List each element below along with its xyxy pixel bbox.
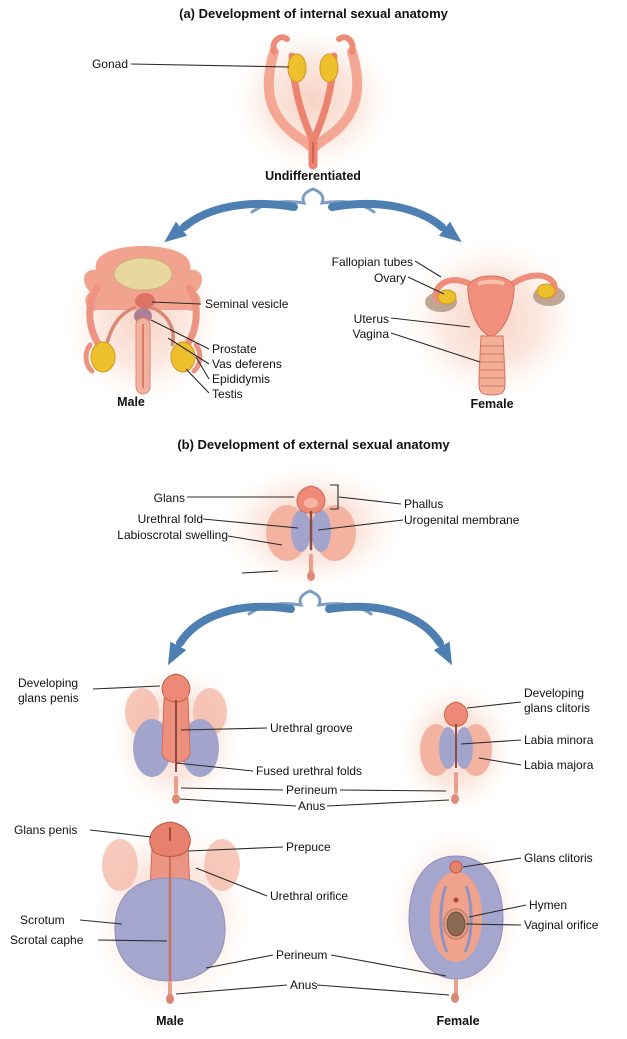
seminal-vesicle-shape <box>135 293 155 309</box>
arrow-to-female-b <box>325 602 444 647</box>
anus-male-mid <box>172 794 180 804</box>
label-undifferentiated: Undifferentiated <box>265 169 361 183</box>
gonad-right <box>319 53 339 83</box>
label-vagina: Vagina <box>352 327 389 341</box>
label-female-a: Female <box>470 397 514 411</box>
figure-female-external-mid <box>398 682 514 814</box>
glans-clitoris-shape <box>449 860 463 874</box>
leader-lines <box>79 63 527 996</box>
brace-a <box>250 187 376 214</box>
scrotal-swelling-left <box>133 719 171 777</box>
developing-glans-clitoris-shape <box>443 701 469 727</box>
label-urethral-fold: Urethral fold <box>137 512 203 526</box>
anus-undiff <box>307 571 315 581</box>
label-scrotal-raphe: Scrotal caphe <box>10 933 84 947</box>
label-seminal-vesicle: Seminal vesicle <box>205 297 289 311</box>
figure-undifferentiated-internal <box>233 28 393 172</box>
urethral-fold-left <box>291 510 311 552</box>
figure-female-internal <box>404 240 580 400</box>
label-uterus: Uterus <box>353 312 389 326</box>
label-developing-glans-clitoris: Developing glans clitoris <box>524 686 591 715</box>
ovary-right <box>536 283 556 299</box>
label-glans-clitoris: Glans clitoris <box>524 851 593 865</box>
figure-female-external-final <box>390 827 522 1003</box>
label-prostate: Prostate <box>212 342 257 356</box>
label-epididymis: Epididymis <box>212 372 271 386</box>
label-testis: Testis <box>212 387 243 401</box>
bladder <box>113 257 173 291</box>
urethral-orifice-shape <box>453 897 459 903</box>
figure-male-external-final <box>90 817 250 1013</box>
section-a-title: (a) Development of internal sexual anato… <box>179 6 448 21</box>
label-urogenital-membrane: Urogenital membrane <box>404 513 520 527</box>
arrow-to-male-b <box>176 602 295 647</box>
developing-glans-penis-shape <box>161 673 191 703</box>
epididymis-left <box>83 342 95 374</box>
label-phallus: Phallus <box>404 497 444 511</box>
testis-right <box>170 341 196 373</box>
figure-undifferentiated-external <box>219 465 403 589</box>
section-b-title: (b) Development of external sexual anato… <box>177 437 450 452</box>
scrotal-swelling-right <box>181 719 219 777</box>
anus-female-final <box>451 993 459 1003</box>
label-female-b: Female <box>436 1014 480 1028</box>
label-gonad: Gonad <box>91 57 128 71</box>
label-glans-penis: Glans penis <box>14 823 78 837</box>
label-male-b: Male <box>156 1014 184 1028</box>
label-prepuce: Prepuce <box>286 840 331 854</box>
label-hymen: Hymen <box>529 898 568 912</box>
label-developing-glans-penis: Developing glans penis <box>18 676 79 705</box>
split-arrows-b <box>167 589 453 666</box>
label-fused-urethral-folds: Fused urethral folds <box>256 764 363 778</box>
label-perineum-final: Perineum <box>276 948 328 962</box>
label-glans: Glans <box>153 491 185 505</box>
anus-male-final <box>166 994 174 1004</box>
vagina-shape <box>478 335 506 396</box>
arrow-to-female-a <box>328 199 446 231</box>
figure-male-external-mid <box>110 663 242 811</box>
split-arrows-a <box>164 187 462 243</box>
labia-minora-right-fold <box>463 885 473 953</box>
label-vas-deferens: Vas deferens <box>212 357 282 371</box>
label-urethral-groove: Urethral groove <box>270 721 353 735</box>
arrow-to-male-a <box>180 199 298 231</box>
labia-minora-right <box>455 727 473 769</box>
urethral-fold-right <box>311 510 331 552</box>
label-male-a: Male <box>117 395 145 409</box>
labia-minora-left <box>439 727 457 769</box>
phallus-bracket <box>330 484 339 510</box>
label-vaginal-orifice: Vaginal orifice <box>524 918 599 932</box>
label-fallopian-tubes: Fallopian tubes <box>331 255 413 269</box>
label-labioscrotal-swelling: Labioscrotal swelling <box>117 528 228 542</box>
gonad-left <box>287 53 307 83</box>
label-labia-minora: Labia minora <box>524 733 594 747</box>
label-anus-mid: Anus <box>298 799 326 813</box>
anus-female-mid <box>451 794 459 804</box>
label-perineum-mid: Perineum <box>286 783 338 797</box>
label-anus-final: Anus <box>290 978 318 992</box>
label-urethral-orifice: Urethral orifice <box>270 889 349 903</box>
label-labia-majora: Labia majora <box>524 758 594 772</box>
figure-male-internal <box>65 238 221 402</box>
vas-deferens-right <box>149 305 175 347</box>
vaginal-orifice-shape <box>446 911 466 937</box>
labia-minora-left-fold <box>439 885 449 953</box>
testis-left <box>90 341 116 373</box>
uterus-shape <box>467 275 515 338</box>
label-ovary: Ovary <box>373 271 406 285</box>
brace-b <box>247 589 373 616</box>
label-scrotum: Scrotum <box>20 913 65 927</box>
